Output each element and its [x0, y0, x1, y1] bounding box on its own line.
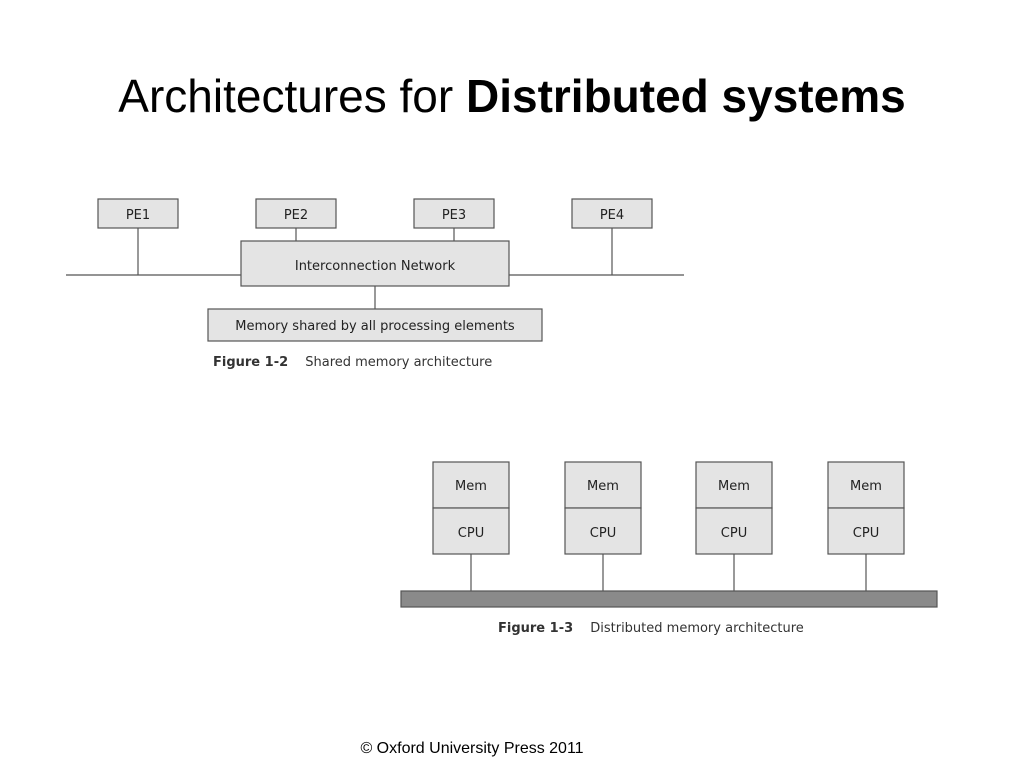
distributed-memory-figure: Mem CPU Mem CPU Mem CPU Mem CPU Figure 1…: [400, 461, 938, 636]
shared-memory-label: Memory shared by all processing elements: [235, 319, 515, 334]
node4-box: Mem CPU: [827, 461, 905, 555]
figure-1-2-caption: Figure 1-2 Shared memory architecture: [213, 351, 492, 370]
pe2-box: PE2: [255, 198, 337, 229]
copyright-footer: © Oxford University Press 2011: [360, 740, 584, 757]
node3-cpu-label: CPU: [721, 526, 747, 541]
figure-1-2-title: Shared memory architecture: [305, 355, 492, 370]
figure-1-3-title: Distributed memory architecture: [590, 621, 804, 636]
figure-1-3-number: Figure 1-3: [498, 621, 573, 636]
pe3-label: PE3: [442, 208, 466, 223]
node1-mem-label: Mem: [455, 479, 487, 494]
pe1-label: PE1: [126, 208, 150, 223]
pe1-box: PE1: [97, 198, 179, 229]
node3-box: Mem CPU: [695, 461, 773, 555]
figure-1-2-number: Figure 1-2: [213, 355, 288, 370]
interconnection-network-box: Interconnection Network: [240, 240, 510, 287]
node2-mem-label: Mem: [587, 479, 619, 494]
node2-box: Mem CPU: [564, 461, 642, 555]
shared-memory-box: Memory shared by all processing elements: [207, 308, 543, 342]
figure-1-3-caption: Figure 1-3 Distributed memory architectu…: [498, 617, 804, 636]
node4-cpu-label: CPU: [853, 526, 879, 541]
pe4-box: PE4: [571, 198, 653, 229]
pe2-label: PE2: [284, 208, 308, 223]
title-bold-text: Distributed systems: [465, 70, 906, 122]
node3-mem-label: Mem: [718, 479, 750, 494]
title-normal-text: Architectures for: [118, 70, 466, 122]
node1-cpu-label: CPU: [458, 526, 484, 541]
slide-title: Architectures for Distributed systems: [0, 66, 1024, 126]
node2-cpu-label: CPU: [590, 526, 616, 541]
pe4-label: PE4: [600, 208, 624, 223]
node1-box: Mem CPU: [432, 461, 510, 555]
distributed-bus-bar: [400, 590, 938, 608]
pe3-box: PE3: [413, 198, 495, 229]
interconnection-network-label: Interconnection Network: [295, 259, 456, 274]
shared-memory-figure: PE1 PE2 PE3 PE4 Interconnection Network …: [66, 198, 684, 370]
node4-mem-label: Mem: [850, 479, 882, 494]
